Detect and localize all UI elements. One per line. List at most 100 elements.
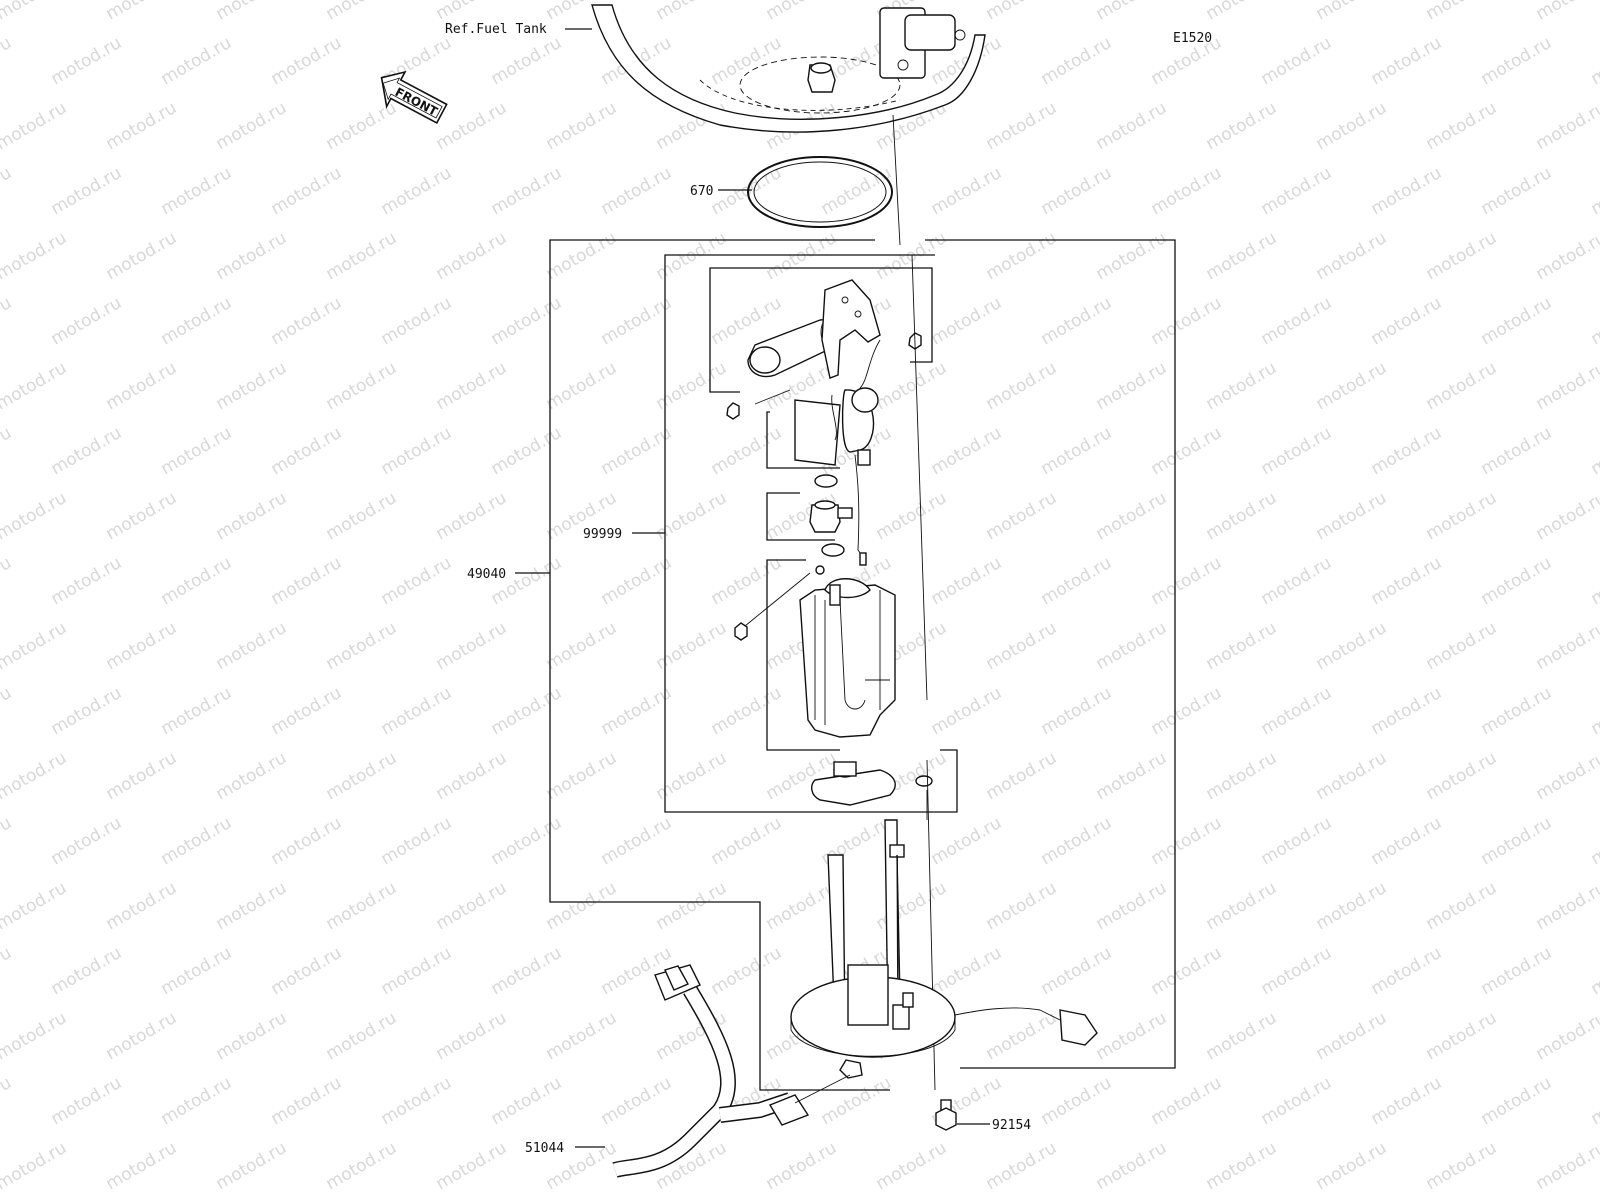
watermark-text: motod.ru	[708, 423, 786, 479]
watermark-text: motod.ru	[0, 423, 15, 479]
watermark-text: motod.ru	[1533, 1008, 1600, 1064]
watermark-text: motod.ru	[1258, 943, 1336, 999]
watermark-text: motod.ru	[488, 813, 566, 869]
watermark-text: motod.ru	[0, 813, 15, 869]
watermark-text: motod.ru	[1203, 488, 1281, 544]
watermark-text: motod.ru	[983, 618, 1061, 674]
watermark-text: motod.ru	[0, 878, 70, 934]
watermark-text: motod.ru	[213, 228, 291, 284]
watermark-text: motod.ru	[433, 228, 511, 284]
watermark-text: motod.ru	[1038, 943, 1116, 999]
watermark-text: motod.ru	[103, 1138, 181, 1194]
watermark-text: motod.ru	[378, 423, 456, 479]
watermark-text: motod.ru	[103, 618, 181, 674]
watermark-text: motod.ru	[378, 683, 456, 739]
watermark-text: motod.ru	[983, 488, 1061, 544]
watermark-text: motod.ru	[1478, 683, 1556, 739]
watermark-text: motod.ru	[1478, 423, 1556, 479]
watermark-text: motod.ru	[1423, 878, 1501, 934]
watermark-text: motod.ru	[1093, 0, 1171, 24]
watermark-text: motod.ru	[1093, 878, 1171, 934]
watermark-text: motod.ru	[213, 358, 291, 414]
part-92154-label: 92154	[992, 1118, 1031, 1133]
watermark-text: motod.ru	[433, 488, 511, 544]
watermark-text: motod.ru	[1038, 1073, 1116, 1129]
watermark-text: motod.ru	[1478, 943, 1556, 999]
watermark-text: motod.ru	[488, 33, 566, 89]
watermark-text: motod.ru	[158, 683, 236, 739]
watermark-text: motod.ru	[213, 0, 291, 24]
watermark-text: motod.ru	[1148, 163, 1226, 219]
watermark-text: motod.ru	[1368, 1073, 1446, 1129]
watermark-text: motod.ru	[1203, 0, 1281, 24]
watermark-text: motod.ru	[213, 748, 291, 804]
watermark-text: motod.ru	[708, 163, 786, 219]
watermark-text: motod.ru	[0, 228, 70, 284]
watermark-text: motod.ru	[103, 1008, 181, 1064]
watermark-text: motod.ru	[1313, 0, 1391, 24]
watermark-text: motod.ru	[983, 0, 1061, 24]
watermark-text: motod.ru	[1588, 1073, 1600, 1129]
watermark-text: motod.ru	[103, 0, 181, 24]
watermark-text: motod.ru	[0, 488, 70, 544]
nut	[734, 622, 748, 641]
watermark-text: motod.ru	[1148, 553, 1226, 609]
watermark-text: motod.ru	[1478, 293, 1556, 349]
fuel-tank-outline	[591, 4, 986, 133]
watermark-text: motod.ru	[1533, 1138, 1600, 1194]
watermark-text: motod.ru	[1038, 423, 1116, 479]
watermark-text: motod.ru	[598, 813, 676, 869]
o-ring-lower	[821, 543, 845, 557]
watermark-text: motod.ru	[983, 1008, 1061, 1064]
watermark-text: motod.ru	[158, 293, 236, 349]
watermark-text: motod.ru	[598, 1073, 676, 1129]
watermark-text: motod.ru	[323, 98, 401, 154]
watermark-text: motod.ru	[268, 683, 346, 739]
watermark-text: motod.ru	[323, 618, 401, 674]
watermark-text: motod.ru	[1533, 748, 1600, 804]
watermark-text: motod.ru	[268, 423, 346, 479]
watermark-text: motod.ru	[708, 683, 786, 739]
watermark-text: motod.ru	[488, 423, 566, 479]
watermark-text: motod.ru	[708, 33, 786, 89]
watermark-text: motod.ru	[543, 358, 621, 414]
watermark-text: motod.ru	[213, 878, 291, 934]
watermark-text: motod.ru	[378, 293, 456, 349]
watermark-text: motod.ru	[1203, 1008, 1281, 1064]
o-ring-upper	[814, 474, 838, 488]
watermark-text: motod.ru	[158, 163, 236, 219]
mounting-flange	[790, 819, 1098, 1079]
watermark-text: motod.ru	[1093, 1008, 1171, 1064]
watermark-text: motod.ru	[1093, 1138, 1171, 1194]
watermark-text: motod.ru	[268, 33, 346, 89]
watermark-text: motod.ru	[1038, 163, 1116, 219]
watermark-text: motod.ru	[598, 423, 676, 479]
watermark-text: motod.ru	[653, 878, 731, 934]
watermark-text: motod.ru	[928, 293, 1006, 349]
watermark-text: motod.ru	[818, 163, 896, 219]
watermark-text: motod.ru	[983, 98, 1061, 154]
watermark-text: motod.ru	[1533, 618, 1600, 674]
watermark-text: motod.ru	[0, 0, 70, 24]
watermark-text: motod.ru	[1038, 553, 1116, 609]
watermark-text: motod.ru	[1368, 293, 1446, 349]
watermark-text: motod.ru	[1038, 813, 1116, 869]
watermark-text: motod.ru	[1423, 1138, 1501, 1194]
watermark-text: motod.ru	[1368, 683, 1446, 739]
watermark-text: motod.ru	[268, 163, 346, 219]
watermark-text: motod.ru	[268, 553, 346, 609]
watermark-text: motod.ru	[543, 618, 621, 674]
watermark-text: motod.ru	[873, 228, 951, 284]
watermark-text: motod.ru	[1533, 488, 1600, 544]
pressure-regulator	[809, 500, 853, 533]
watermark-text: motod.ru	[1148, 1073, 1226, 1129]
watermark-text: motod.ru	[1313, 878, 1391, 934]
watermark-text: motod.ru	[1588, 163, 1600, 219]
watermark-text: motod.ru	[763, 878, 841, 934]
watermark-text: motod.ru	[1313, 358, 1391, 414]
watermark-text: motod.ru	[1368, 943, 1446, 999]
watermark-text: motod.ru	[1588, 813, 1600, 869]
watermark-text: motod.ru	[1258, 33, 1336, 89]
fuel-pump-body	[799, 578, 896, 738]
watermark-text: motod.ru	[1093, 748, 1171, 804]
